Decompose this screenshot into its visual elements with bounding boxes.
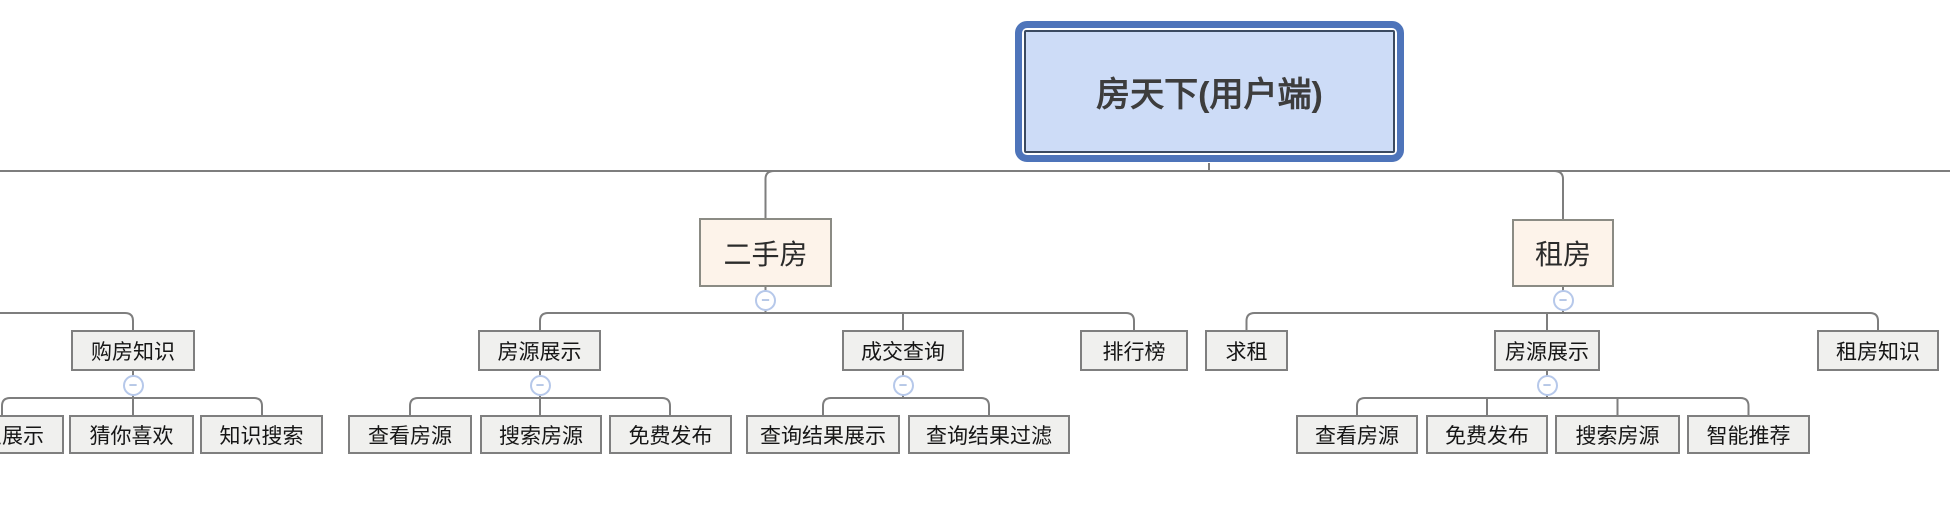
collapse-minus-icon-zufang[interactable]: − [1552, 289, 1574, 311]
collapse-minus-icon-ershoufang[interactable]: − [755, 289, 776, 311]
node-chaxun-jieguo-guolv[interactable]: 查询结果过滤 [908, 415, 1070, 454]
collapse-minus-icon-fangyuan-zhanshi-zf[interactable]: − [1536, 374, 1558, 396]
collapse-minus-icon-goufang-zhishi[interactable]: − [122, 374, 144, 396]
node-chengjiao-chaxun[interactable]: 成交查询 [842, 330, 964, 371]
node-chakan-fangyuan-zf[interactable]: 查看房源 [1296, 415, 1418, 454]
node-chaxun-jieguo-zhanshi[interactable]: 查询结果展示 [746, 415, 900, 454]
collapse-minus-icon-chengjiao-chaxun[interactable]: − [892, 374, 914, 396]
connector-branch-drops [764, 170, 1564, 219]
node-ershoufang[interactable]: 二手房 [699, 218, 832, 287]
node-sousuo-fangyuan-zf[interactable]: 搜索房源 [1555, 415, 1680, 454]
node-root[interactable]: 房天下(用户端) [1015, 21, 1404, 162]
node-zufang[interactable]: 租房 [1512, 219, 1614, 287]
node-sousuo-fangyuan-esf[interactable]: 搜索房源 [480, 415, 602, 454]
connector-root-rail [0, 163, 1950, 172]
node-root-label: 房天下(用户端) [1024, 30, 1395, 153]
node-fangyuan-zhanshi-zf[interactable]: 房源展示 [1494, 330, 1600, 371]
node-paihangbang[interactable]: 排行榜 [1080, 330, 1188, 371]
node-chakan-fangyuan-esf[interactable]: 查看房源 [348, 415, 472, 454]
node-mianfei-fabu-zf[interactable]: 免费发布 [1426, 415, 1548, 454]
node-cainixihuan[interactable]: 猜你喜欢 [69, 415, 194, 454]
node-goufang-zhishi[interactable]: 购房知识 [71, 330, 195, 371]
node-fangyuan-zhanshi-esf[interactable]: 房源展示 [478, 330, 601, 371]
node-zhishi-sousuo[interactable]: 知识搜索 [200, 415, 323, 454]
node-qiuzu[interactable]: 求租 [1205, 330, 1288, 371]
collapse-minus-icon-fangyuan-zhanshi-esf[interactable]: − [529, 374, 551, 396]
node-zhineng-tuijian[interactable]: 智能推荐 [1687, 415, 1810, 454]
node-mianfei-fabu-esf[interactable]: 免费发布 [609, 415, 732, 454]
node-zufang-zhishi[interactable]: 租房知识 [1817, 330, 1939, 371]
